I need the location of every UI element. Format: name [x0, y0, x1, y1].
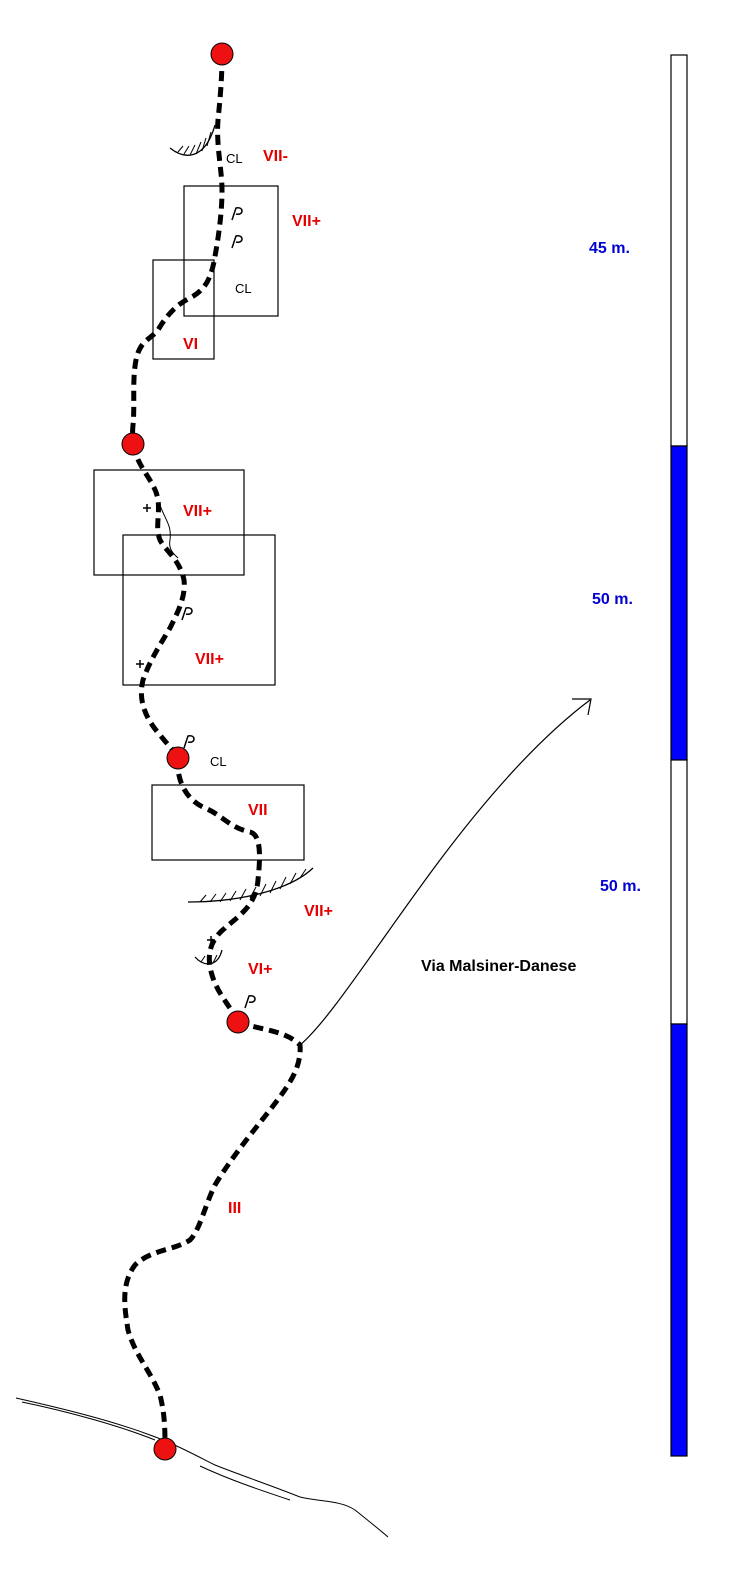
grade-label: VII+ — [195, 651, 224, 668]
scale-segment-start — [670, 1023, 688, 1457]
cl-note: CL — [235, 281, 252, 296]
piton-icon — [183, 735, 195, 749]
route-line — [122, 54, 303, 1449]
crack-line — [159, 504, 179, 559]
belay-station-icon — [121, 432, 145, 456]
belay-station-icon — [210, 42, 234, 66]
belay-station-icon — [226, 1010, 250, 1034]
scale-segment-50m-upper — [670, 445, 688, 761]
route-name: Via Malsiner-Danese — [421, 958, 576, 975]
box-middle-upper — [93, 469, 245, 576]
pitch-length-label: 45 m. — [589, 240, 630, 257]
pitch-length-label: 50 m. — [592, 591, 633, 608]
box-upper-left — [152, 259, 215, 360]
belay-station-icon — [153, 1437, 177, 1461]
box-lower — [151, 784, 305, 861]
piton-icon — [231, 207, 243, 221]
cl-note: CL — [210, 754, 227, 769]
grade-label: VII+ — [183, 503, 212, 520]
grade-label: VII+ — [292, 213, 321, 230]
scale-segment-45m — [670, 54, 688, 447]
piton-icon — [181, 607, 193, 621]
grade-label: VI+ — [248, 961, 272, 978]
belay-stations — [121, 42, 250, 1461]
box-upper-right — [183, 185, 279, 317]
piton-icon — [244, 995, 256, 1009]
cross-mark-icon — [136, 660, 144, 668]
pitch-length-label: 50 m. — [600, 878, 641, 895]
belay-station-icon — [166, 746, 190, 770]
length-scale-bar — [670, 54, 688, 1457]
rock-boxes — [93, 185, 305, 861]
overhang-icon — [169, 124, 216, 156]
grade-label: VII — [248, 802, 268, 819]
cl-note: CL — [226, 151, 243, 166]
overhang-icon — [187, 867, 314, 903]
scale-segment-50m-lower — [670, 759, 688, 1025]
ground-line — [15, 1397, 389, 1538]
box-middle-lower — [122, 534, 276, 686]
grade-label: VI — [183, 336, 198, 353]
piton-icon — [231, 235, 243, 249]
cross-mark-icon — [207, 936, 215, 944]
grade-label: VII- — [263, 148, 288, 165]
grade-label: VII+ — [304, 903, 333, 920]
arrow-icon — [299, 698, 592, 1046]
grade-label: III — [228, 1200, 241, 1217]
cross-mark-icon — [143, 504, 151, 512]
